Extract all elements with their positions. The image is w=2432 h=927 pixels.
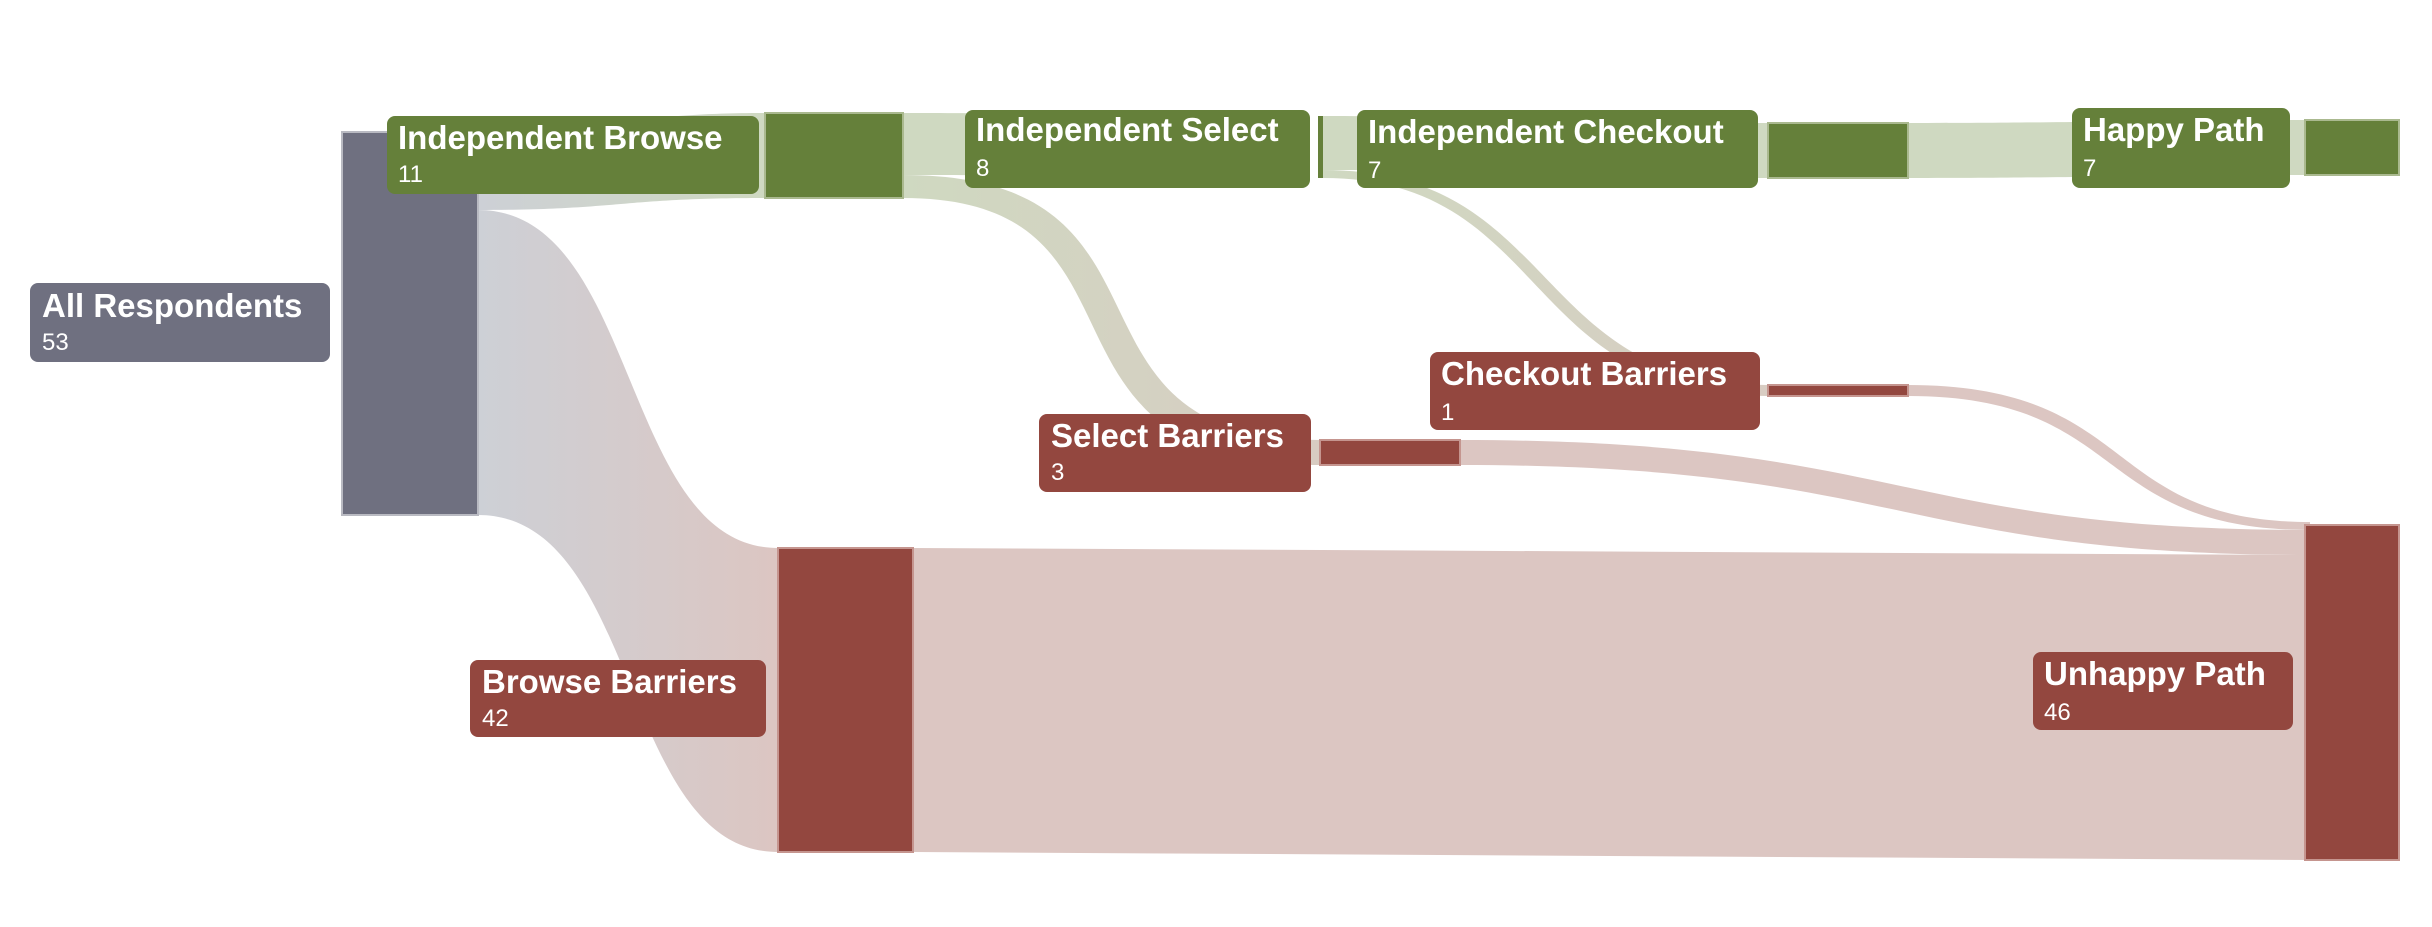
link-sb-to-unhappy-path <box>1460 440 2310 555</box>
label-all-respondents-value: 53 <box>42 329 69 356</box>
node-label-layer: All Respondents 53 Independent Browse 11… <box>30 108 2293 737</box>
link-is-to-checkout-barriers <box>1323 170 1768 396</box>
node-bar-happy-path <box>2304 119 2400 176</box>
label-happy-path-name: Happy Path <box>2083 111 2265 148</box>
node-bar-browse-barriers <box>777 547 914 853</box>
label-happy-path-value: 7 <box>2083 155 2096 182</box>
label-all-respondents-name: All Respondents <box>42 287 302 324</box>
link-all-to-browse-barriers <box>478 210 778 852</box>
node-bar-layer <box>341 112 2400 861</box>
label-select-barriers-name: Select Barriers <box>1051 417 1284 454</box>
label-happy-path: Happy Path 7 <box>2072 108 2290 188</box>
label-independent-browse: Independent Browse 11 <box>387 116 759 194</box>
label-select-barriers-value: 3 <box>1051 459 1064 486</box>
label-checkout-barriers-value: 1 <box>1441 399 1454 426</box>
label-independent-checkout: Independent Checkout 7 <box>1357 110 1758 188</box>
node-bar-checkout-barriers <box>1767 384 1909 397</box>
label-checkout-barriers: Checkout Barriers 1 <box>1430 352 1760 430</box>
label-independent-browse-value: 11 <box>398 161 423 188</box>
node-bar-independent-checkout <box>1767 122 1909 179</box>
node-bar-independent-select <box>1318 116 1323 178</box>
label-browse-barriers-value: 42 <box>482 705 509 732</box>
link-ib-to-select-barriers <box>903 175 1320 465</box>
label-unhappy-path: Unhappy Path 46 <box>2033 652 2293 730</box>
node-bar-select-barriers <box>1319 439 1461 466</box>
label-all-respondents: All Respondents 53 <box>30 283 330 362</box>
label-independent-select-name: Independent Select <box>976 111 1279 148</box>
label-independent-select-value: 8 <box>976 155 989 182</box>
label-independent-select: Independent Select 8 <box>965 110 1310 188</box>
label-independent-browse-name: Independent Browse <box>398 119 723 156</box>
link-bb-to-unhappy-path <box>913 548 2310 860</box>
node-bar-all-respondents <box>341 131 479 516</box>
label-independent-checkout-name: Independent Checkout <box>1368 113 1724 150</box>
label-unhappy-path-name: Unhappy Path <box>2044 655 2266 692</box>
label-independent-checkout-value: 7 <box>1368 157 1381 184</box>
link-layer <box>478 113 2310 860</box>
node-bar-independent-browse <box>764 112 904 199</box>
link-cb-to-unhappy-path <box>1908 385 2310 530</box>
label-browse-barriers: Browse Barriers 42 <box>470 660 766 737</box>
label-checkout-barriers-name: Checkout Barriers <box>1441 355 1727 392</box>
label-unhappy-path-value: 46 <box>2044 699 2071 726</box>
label-browse-barriers-name: Browse Barriers <box>482 663 737 700</box>
node-bar-unhappy-path <box>2304 524 2400 861</box>
label-select-barriers: Select Barriers 3 <box>1039 414 1311 492</box>
